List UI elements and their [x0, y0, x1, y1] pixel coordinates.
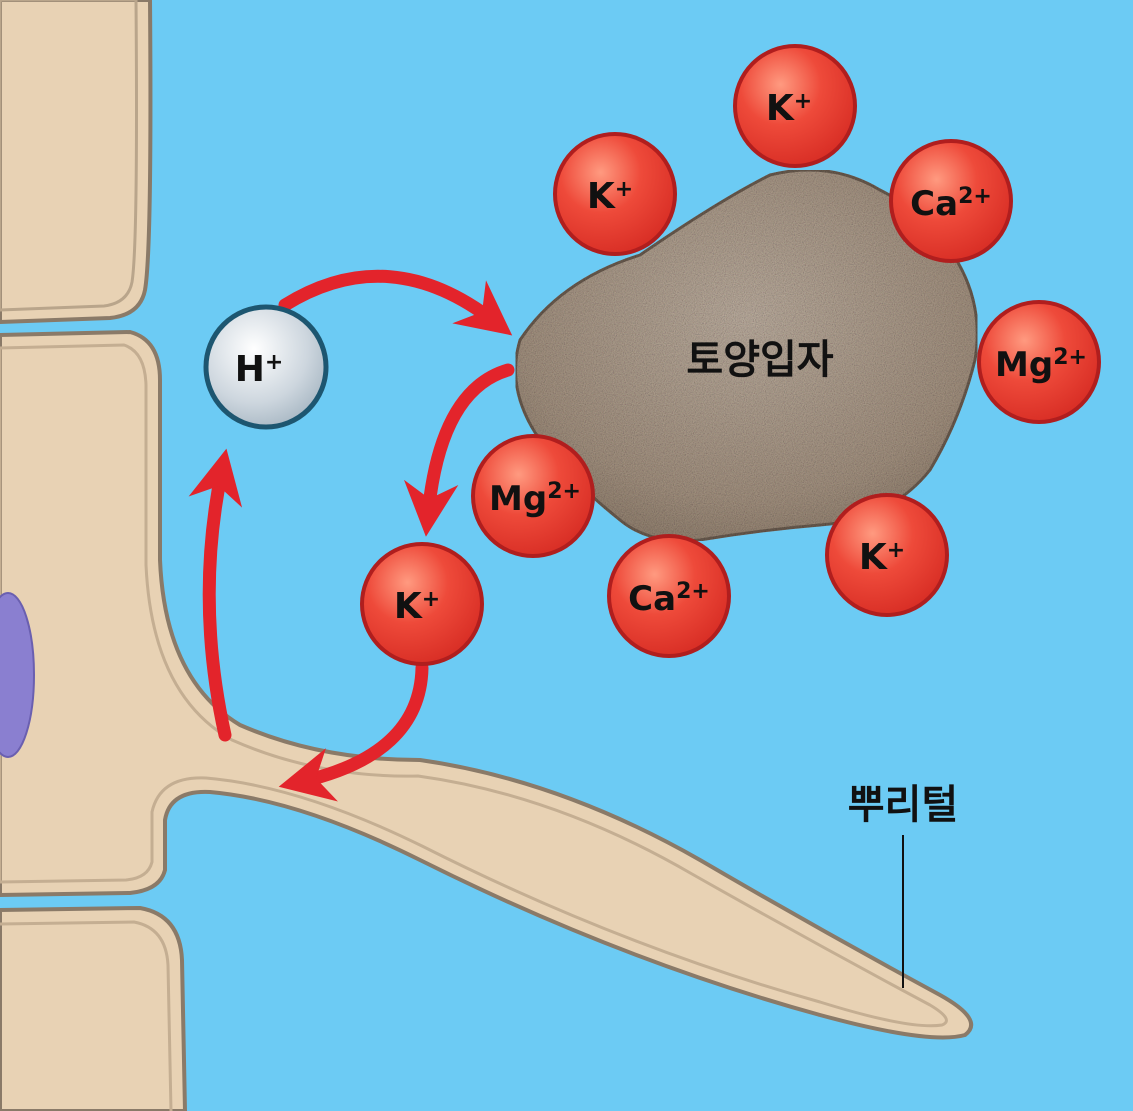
hydrogen-ion: H+: [203, 304, 329, 430]
root-hair-cell: [0, 329, 974, 1040]
arrow-hydrogen-to-particle: [278, 269, 513, 336]
svg-text:Mg2+: Mg2+: [995, 345, 1087, 385]
root-epidermis: [0, 0, 974, 1111]
cation-ca-bottom: Ca2+: [607, 534, 731, 658]
cation-ca-top-right: Ca2+: [889, 139, 1013, 263]
arrow-potassium-to-root: [278, 661, 429, 802]
cation-group: K+ K+ Ca2+ Mg2+ Mg2+ Ca2+ K+: [360, 44, 1101, 666]
svg-text:K+: K+: [394, 586, 440, 627]
svg-text:Mg2+: Mg2+: [489, 479, 581, 519]
soil-particle: [514, 168, 979, 543]
svg-text:Ca2+: Ca2+: [628, 579, 710, 619]
root-hair-label: 뿌리털: [848, 782, 958, 828]
svg-text:K+: K+: [766, 88, 812, 129]
exchange-arrows: [188, 269, 515, 802]
cation-mg-right: Mg2+: [977, 300, 1101, 424]
svg-text:Ca2+: Ca2+: [910, 184, 992, 224]
arrow-particle-to-potassium: [403, 363, 515, 537]
cation-k-top: K+: [733, 44, 857, 168]
root-cell-top: [0, 0, 153, 325]
cation-k-left: K+: [553, 132, 677, 256]
root-cell-bottom: [0, 905, 188, 1111]
cation-mg-lower-left: Mg2+: [471, 434, 595, 558]
svg-text:K+: K+: [587, 176, 633, 217]
cation-k-released: K+: [360, 542, 484, 666]
cell-nucleus: [0, 592, 35, 758]
hydrogen-charge: +: [265, 350, 283, 375]
soil-particle-label: 토양입자: [686, 337, 833, 383]
svg-text:H+: H+: [235, 349, 284, 390]
svg-text:K+: K+: [859, 537, 905, 578]
cation-k-bottom-right: K+: [825, 493, 949, 617]
hydrogen-symbol: H: [235, 349, 265, 390]
arrow-root-to-hydrogen: [188, 448, 243, 742]
